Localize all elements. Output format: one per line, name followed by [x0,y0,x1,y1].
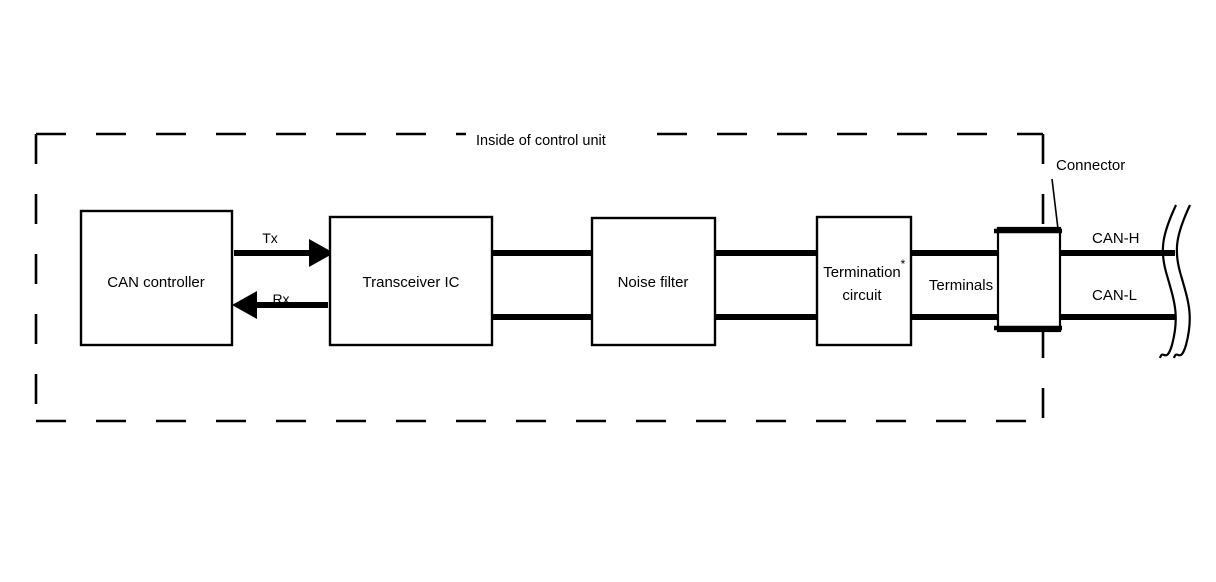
termination-circuit-label-line2: circuit [842,287,882,304]
block-can-controller[interactable]: CAN controller [79,209,234,347]
can-controller-box[interactable] [79,209,234,347]
connector-leader-line [1051,178,1059,230]
connector-symbol[interactable] [994,178,1062,333]
tx-arrow-head [309,239,334,267]
cable-wave-right [1172,204,1191,359]
termination-circuit-label-line1: Termination [823,264,901,281]
terminals-label: Terminals [929,277,993,294]
connector-label: Connector [1056,157,1125,174]
block-termination-circuit[interactable]: Termination * circuit [815,215,913,347]
transceiver-ic-label: Transceiver IC [363,274,460,291]
rx-signal-arrow [232,291,328,319]
can-low-label: CAN-L [1092,287,1137,304]
boundary-label: Inside of control unit [476,133,606,149]
transceiver-ic-box[interactable] [328,215,494,347]
connector-body[interactable] [996,226,1062,333]
can-controller-label: CAN controller [107,274,205,291]
rx-label: Rx [272,291,289,307]
block-transceiver-ic[interactable]: Transceiver IC [328,215,494,347]
cable-break-symbol [1158,204,1191,359]
termination-circuit-box[interactable] [815,215,913,347]
tx-signal-arrow [234,239,334,267]
can-high-label: CAN-H [1092,230,1140,247]
termination-circuit-note-marker: * [901,257,906,271]
control-unit-boundary [34,132,1045,423]
rx-arrow-head [232,291,257,319]
noise-filter-label: Noise filter [618,274,689,291]
noise-filter-box[interactable] [590,216,717,347]
cable-wave-left [1158,204,1177,359]
tx-label: Tx [262,230,278,246]
block-noise-filter[interactable]: Noise filter [590,216,717,347]
